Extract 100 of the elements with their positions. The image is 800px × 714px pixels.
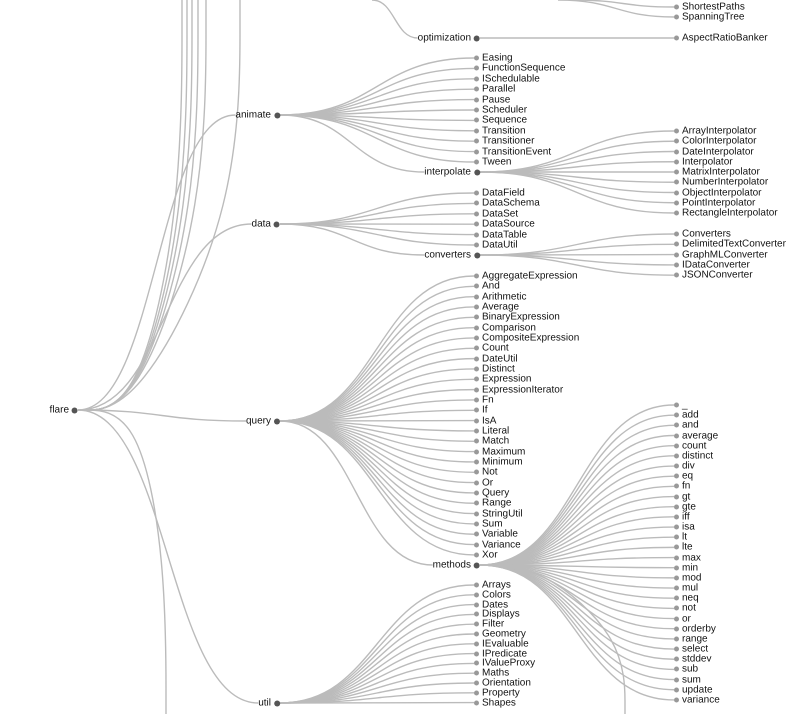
node-label: ObjectInterpolator [682,187,762,198]
node-label: max [682,552,701,564]
node-label: or [682,613,691,624]
node-label: IPredicate [482,648,528,660]
node-label: Orientation [482,678,531,688]
node-label: DateUtil [482,353,518,364]
node-label: isa [682,522,695,533]
node-label: count [682,440,706,452]
node-label: DateInterpolator [682,146,754,157]
node-label: NumberInterpolator [682,176,768,188]
tree-link [280,223,424,256]
node-label: Colors [482,589,511,600]
tree-link [280,420,433,566]
node-label: SpanningTree [682,12,744,22]
node-label: Property [482,687,520,698]
node-label: Maximum [482,446,526,458]
node-label: not [682,602,696,614]
node-label: Not [482,466,498,478]
node-label: DelimitedTextConverter [682,238,786,250]
node-label: Sequence [482,114,528,126]
node-label: lte [682,542,693,553]
tree-link [280,702,474,704]
node-label: IValueProxy [482,658,536,669]
node-label: orderby [682,623,716,634]
node-label: If [482,404,488,416]
node-label: DataUtil [482,240,518,250]
node-label: Match [482,436,510,447]
node-label: div [682,460,695,472]
node-label: gte [682,501,696,512]
node-label: min [682,562,698,574]
node-label: methods [432,560,471,570]
node-label: range [682,633,708,644]
tree-link [480,254,674,276]
node-label: Arrays [482,580,511,590]
node-label: Fn [482,394,494,406]
node-label: FunctionSequence [482,62,566,74]
node-label: eq [682,470,694,482]
node-label: GraphMLConverter [682,249,768,260]
node-label: DataSource [482,218,535,230]
node-label: distinct [682,450,714,462]
node-label: and [682,420,699,431]
node-label: Pause [482,94,510,106]
node-label: Easing [482,52,513,64]
node-label: Xor [482,549,498,560]
node-label: CompositeExpression [482,332,580,344]
node-label: stddev [682,654,712,665]
node-label: Distinct [482,363,515,374]
node-label: average [682,430,718,441]
node-label: IEvaluable [482,638,529,650]
node-label: variance [682,694,720,706]
node-label: iff [682,511,690,522]
node-label: flare [50,404,69,416]
tree-link [558,0,674,18]
node-label: Geometry [482,628,526,640]
node-label: _ [682,400,688,410]
node-label: ExpressionIterator [482,384,564,396]
node-label: Tween [482,156,512,168]
node-label: Transitioner [482,136,534,147]
node-label: JSONConverter [682,270,753,281]
node-label: IsA [482,415,496,426]
node-label: mul [682,582,698,594]
node-label: DataField [482,188,525,198]
node-label: IDataConverter [682,259,750,270]
node-label: AggregateExpression [482,270,578,282]
node-label: MatrixInterpolator [682,166,760,178]
tree-link [372,0,418,39]
node-label: Range [482,498,512,509]
node-label: Or [482,477,494,488]
node-label: query [246,416,271,426]
node-label: ISchedulable [482,73,540,84]
node-label: Displays [482,608,520,620]
node-label: PointInterpolator [682,197,756,208]
node-label: Literal [482,425,510,436]
node-label: select [682,644,708,655]
node-label: Sum [482,518,503,530]
node-label: mod [682,572,702,584]
node-label: Average [482,301,520,312]
node-label: Dates [482,599,508,610]
node-label: Maths [482,668,510,679]
node-label: optimization [418,32,471,44]
node-label: Query [482,487,510,498]
node-label: BinaryExpression [482,312,560,323]
node-label: lt [682,532,687,543]
node-label: Variance [482,539,521,550]
tree-link [480,171,674,214]
node-label: Count [482,342,509,354]
node-label: sum [682,674,701,686]
node-label: Filter [482,618,504,630]
node-label: Arithmetic [482,291,526,302]
node-label: sub [682,664,698,675]
node-label: Expression [482,374,532,385]
node-label: fn [682,480,690,492]
node-label: update [682,684,713,696]
node-label: Transition [482,125,526,136]
node-label: neq [682,592,699,604]
node-label: StringUtil [482,508,523,520]
tree-link [480,37,674,39]
node-label: DataSet [482,208,518,220]
node-label: Variable [482,528,518,540]
node-label: util [258,698,271,708]
